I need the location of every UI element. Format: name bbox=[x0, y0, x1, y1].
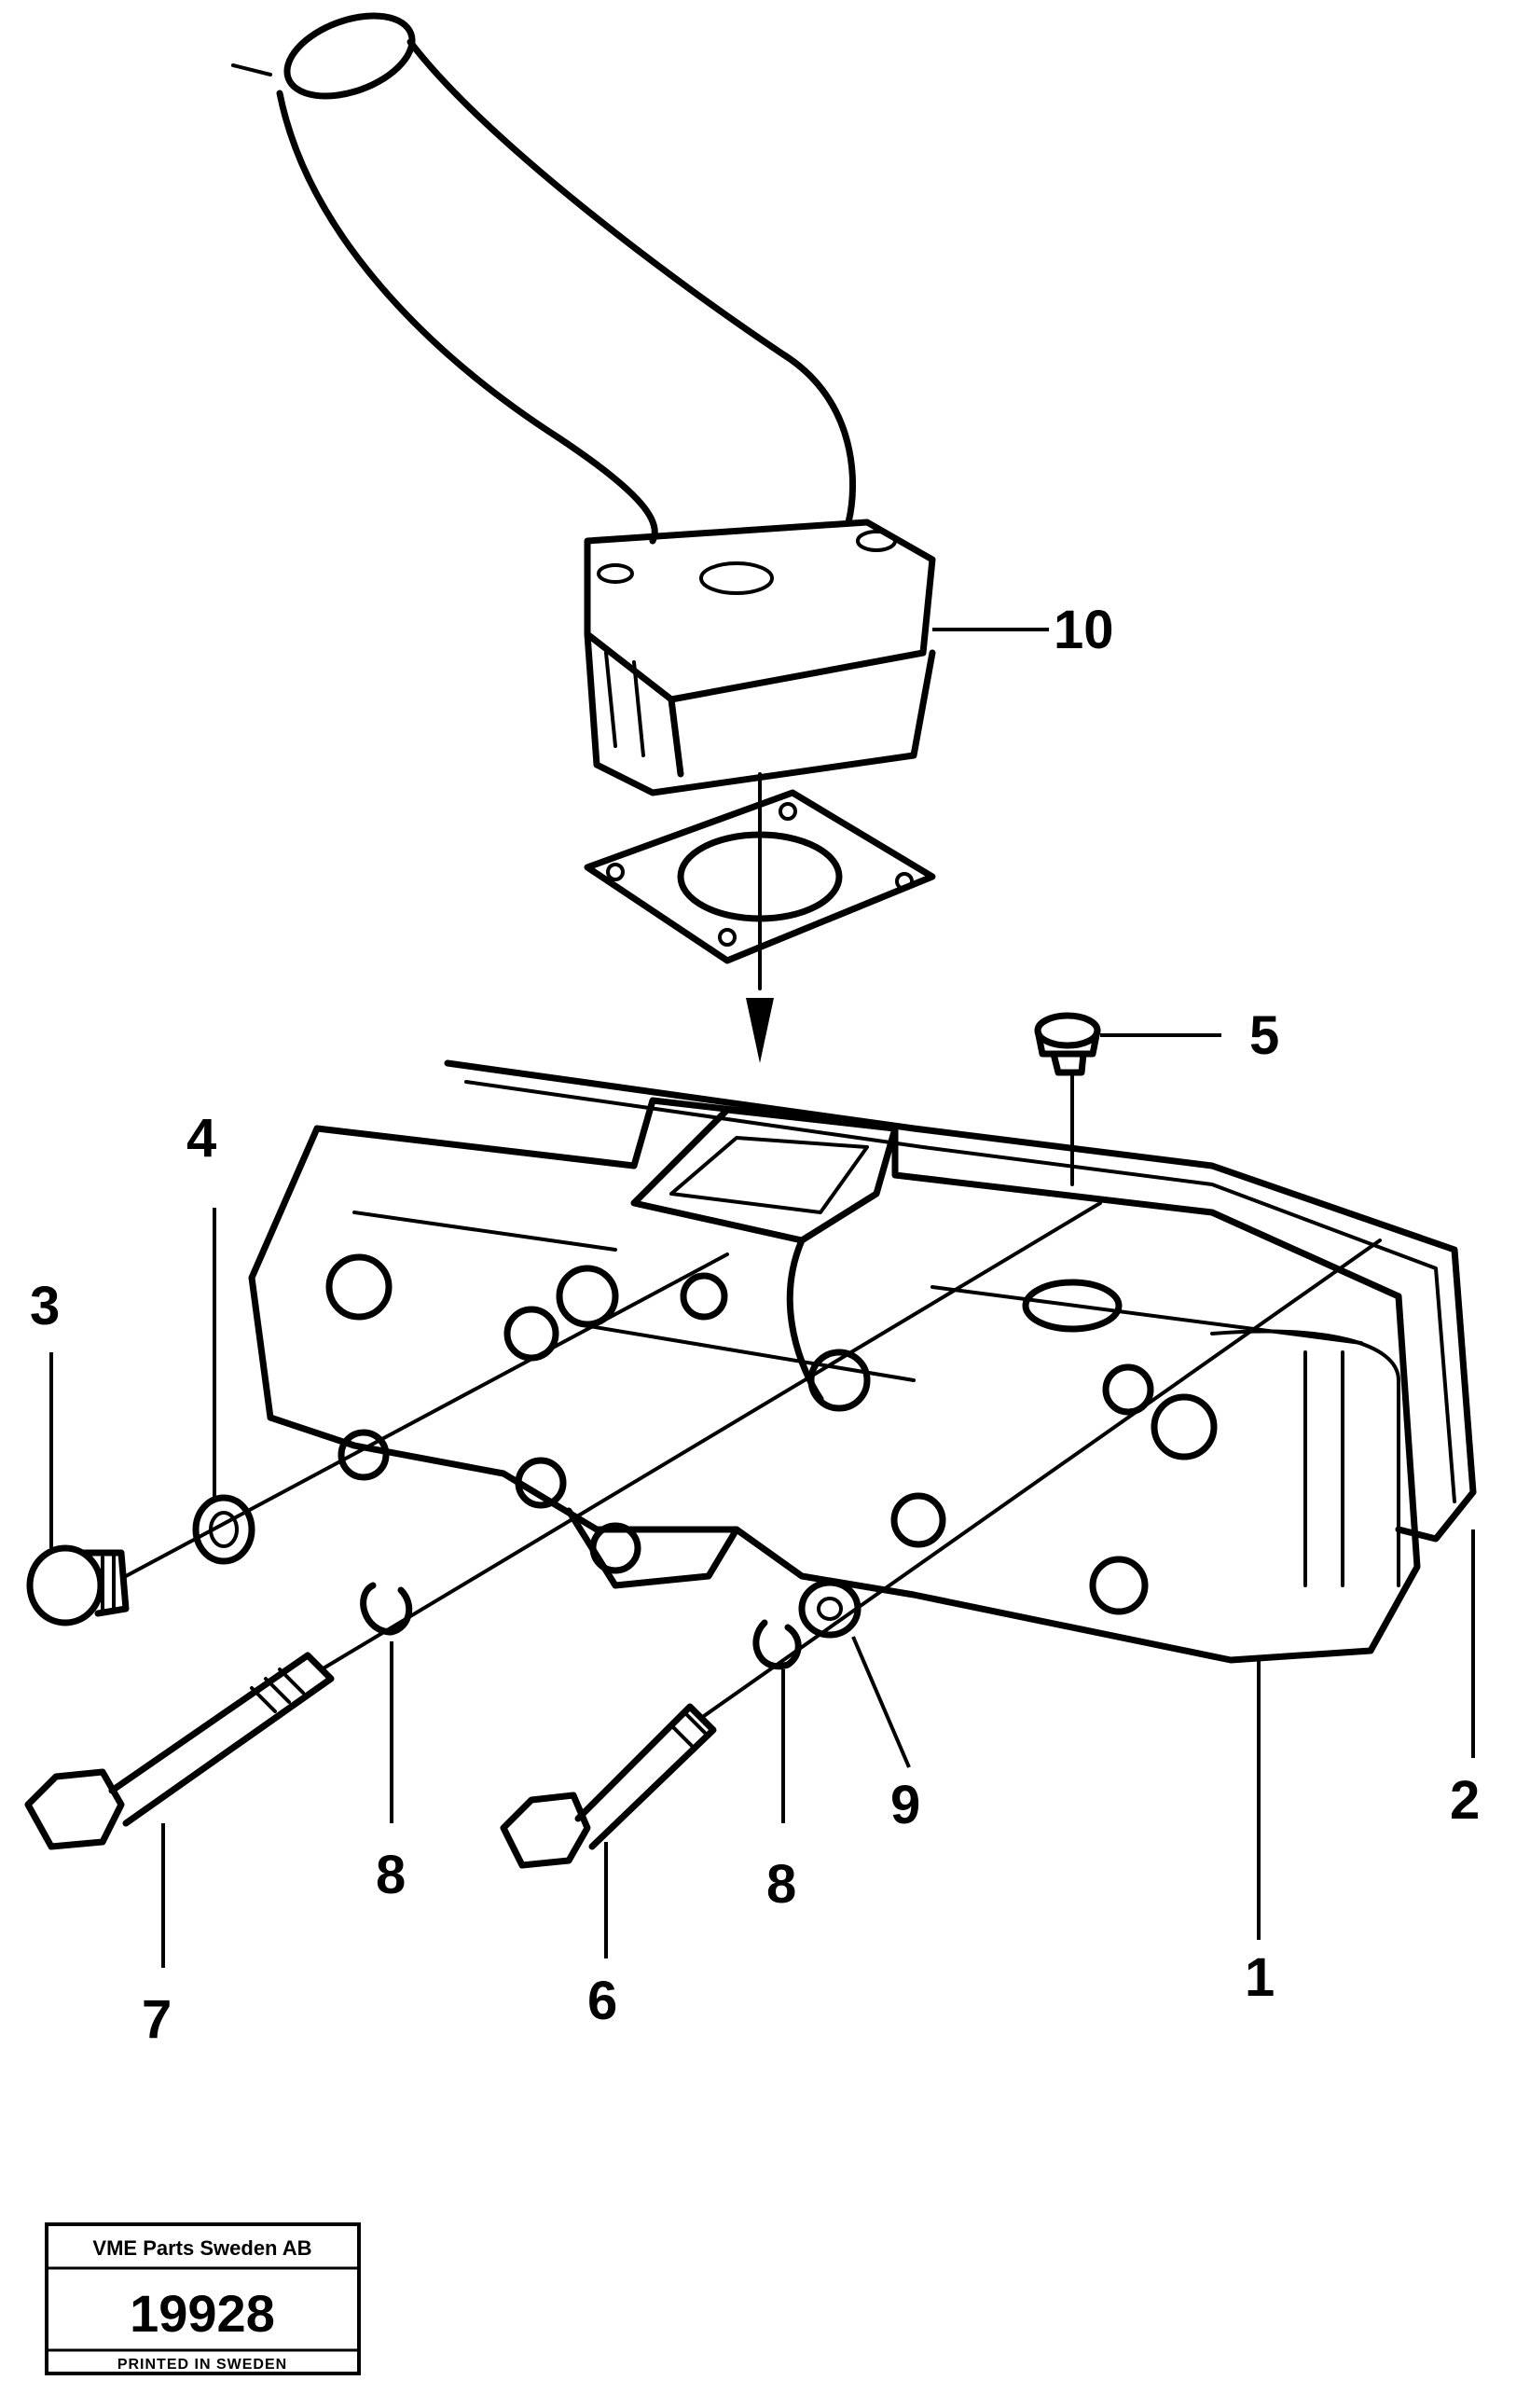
plug-part-5 bbox=[1034, 1012, 1101, 1186]
callout-5: 5 bbox=[1249, 1005, 1279, 1066]
plug-part-3 bbox=[26, 1544, 130, 1626]
leader-lines bbox=[49, 628, 1475, 1968]
lock-washer-part-8-left bbox=[360, 1582, 413, 1636]
lock-washer-part-8-right bbox=[752, 1619, 802, 1670]
callout-8-left: 8 bbox=[376, 1845, 406, 1905]
callout-8-right: 8 bbox=[766, 1854, 796, 1915]
washer-part-4 bbox=[192, 1494, 255, 1565]
callout-6: 6 bbox=[587, 1971, 617, 2031]
elbow-pipe-part-10 bbox=[231, 12, 936, 796]
callout-4: 4 bbox=[186, 1108, 216, 1169]
callout-7: 7 bbox=[142, 1989, 172, 2050]
stamp-number: 19928 bbox=[130, 2284, 275, 2343]
manifold-gasket-part-2 bbox=[444, 1059, 1477, 1543]
flange-gasket bbox=[584, 772, 936, 1063]
callout-2: 2 bbox=[1450, 1770, 1480, 1831]
callout-10: 10 bbox=[1054, 600, 1114, 660]
parts-stamp: VME Parts Sweden AB 19928 PRINTED IN SWE… bbox=[45, 2222, 361, 2375]
bolt-part-7 bbox=[24, 1652, 335, 1850]
bolt-part-6 bbox=[500, 1703, 717, 1869]
callout-9: 9 bbox=[890, 1775, 920, 1835]
stamp-company: VME Parts Sweden AB bbox=[92, 2236, 311, 2260]
callout-1: 1 bbox=[1245, 1947, 1275, 2008]
exhaust-manifold-part-1 bbox=[248, 1097, 1421, 1664]
stamp-footer: PRINTED IN SWEDEN bbox=[117, 2357, 287, 2373]
callout-3: 3 bbox=[30, 1276, 60, 1336]
